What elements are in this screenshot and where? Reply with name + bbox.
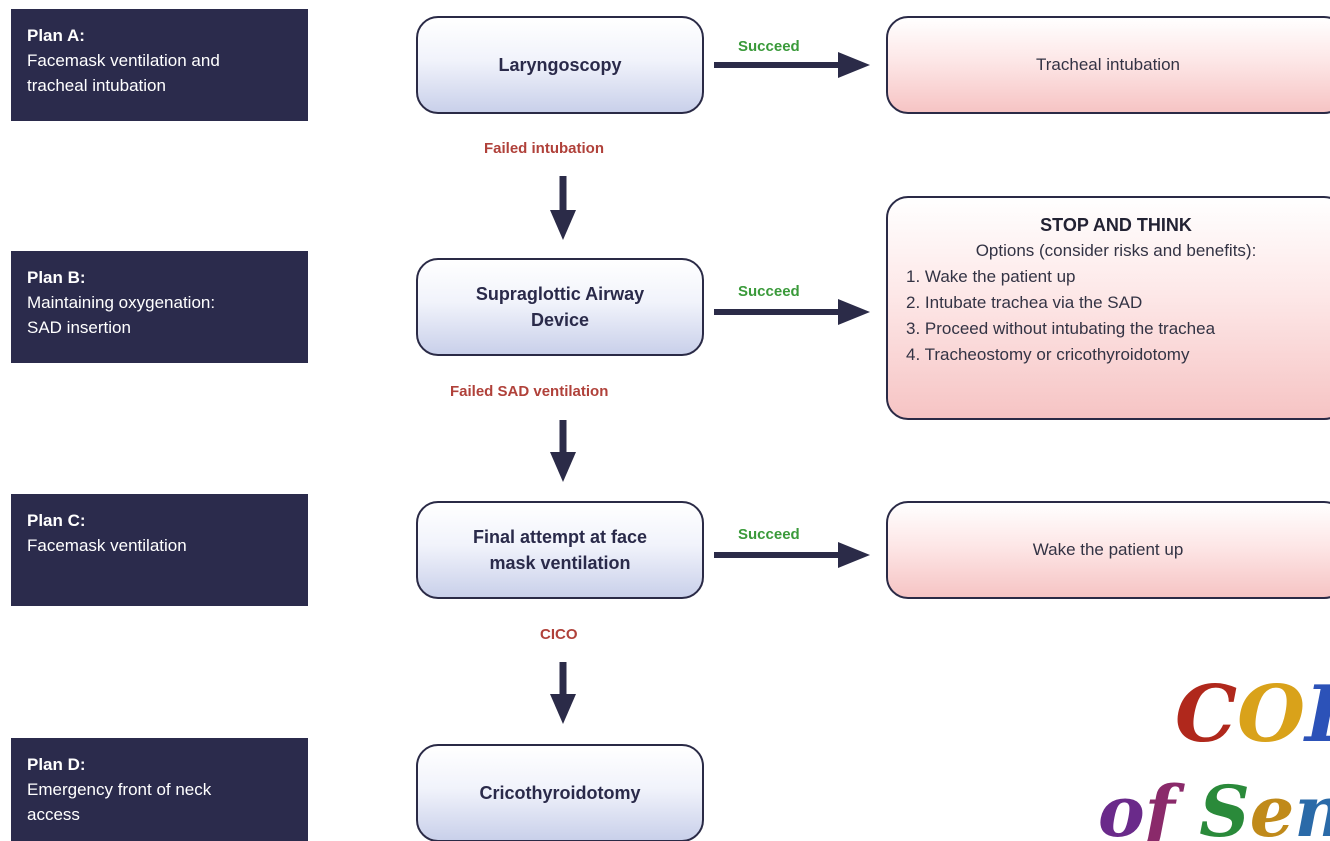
success-arrowhead-b <box>838 299 870 325</box>
plan-d-panel: Plan D: Emergency front of neck access <box>11 738 308 841</box>
plan-a-panel: Plan A: Facemask ventilation and trachea… <box>11 9 308 121</box>
plan-d-desc-line-1: Emergency front of neck <box>27 780 212 799</box>
plan-c-title: Plan C: <box>27 511 86 530</box>
succeed-label-a: Succeed <box>738 38 800 55</box>
succeed-label-c: Succeed <box>738 526 800 543</box>
failure-arrowhead-1 <box>550 210 576 240</box>
laryngoscopy-label: Laryngoscopy <box>498 55 622 75</box>
stop-and-think-title: STOP AND THINK <box>1040 215 1192 235</box>
wake-patient-label: Wake the patient up <box>1032 540 1184 559</box>
face-mask-label-line-1: Final attempt at face <box>472 527 648 547</box>
cricothyroidotomy-label: Cricothyroidotomy <box>479 783 641 803</box>
cricothyroidotomy-step: Cricothyroidotomy <box>416 744 704 841</box>
option-item: 2. Intubate trachea via the SAD <box>906 293 1143 312</box>
supraglottic-airway-label-line-1: Supraglottic Airway <box>475 284 645 304</box>
failed-intubation-label: Failed intubation <box>484 140 604 157</box>
watermark-letter-c: C <box>1175 669 1238 760</box>
plan-a-desc-line-2: tracheal intubation <box>27 76 166 95</box>
tracheal-intubation-outcome: Tracheal intubation <box>886 16 1330 114</box>
watermark-letter-o: O <box>1237 669 1306 760</box>
option-item: 1. Wake the patient up <box>906 267 1076 286</box>
laryngoscopy-step: Laryngoscopy <box>416 16 704 114</box>
plan-b-desc-line-1: Maintaining oxygenation: <box>27 293 216 312</box>
plan-d-desc-line-2: access <box>27 805 80 824</box>
watermark-line-1: COL <box>1175 670 1330 760</box>
plan-c-panel: Plan C: Facemask ventilation <box>11 494 308 606</box>
success-arrowhead-a <box>838 52 870 78</box>
plan-b-title: Plan B: <box>27 268 86 287</box>
face-mask-step: Final attempt at face mask ventilation <box>416 501 704 599</box>
plan-a-title: Plan A: <box>27 26 85 45</box>
option-item: 4. Tracheostomy or cricothyroidotomy <box>906 345 1190 364</box>
supraglottic-airway-step: Supraglottic Airway Device <box>416 258 704 356</box>
plan-b-desc-line-2: SAD insertion <box>27 318 131 337</box>
option-item: 3. Proceed without intubating the trache… <box>906 319 1216 338</box>
failure-arrowhead-3 <box>550 694 576 724</box>
success-arrowhead-c <box>838 542 870 568</box>
watermark-line-2: of Sens <box>1098 770 1330 841</box>
stop-and-think-subtitle: Options (consider risks and benefits): <box>975 241 1257 260</box>
succeed-label-b: Succeed <box>738 283 800 300</box>
plan-a-desc-line-1: Facemask ventilation and <box>27 51 220 70</box>
stop-and-think-box: STOP AND THINK Options (consider risks a… <box>886 196 1330 420</box>
plan-c-desc-line-1: Facemask ventilation <box>27 536 187 555</box>
plan-d-title: Plan D: <box>27 755 86 774</box>
watermark-letter-l: L <box>1305 669 1330 760</box>
supraglottic-airway-label-line-2: Device <box>530 310 590 330</box>
cico-label: CICO <box>540 626 578 643</box>
wake-patient-outcome: Wake the patient up <box>886 501 1330 599</box>
plan-b-panel: Plan B: Maintaining oxygenation: SAD ins… <box>11 251 308 363</box>
failed-sad-ventilation-label: Failed SAD ventilation <box>450 383 609 400</box>
face-mask-label-line-2: mask ventilation <box>489 553 631 573</box>
tracheal-intubation-label: Tracheal intubation <box>1036 55 1180 74</box>
options-list: 1. Wake the patient up 2. Intubate trach… <box>902 264 1330 368</box>
failure-arrowhead-2 <box>550 452 576 482</box>
